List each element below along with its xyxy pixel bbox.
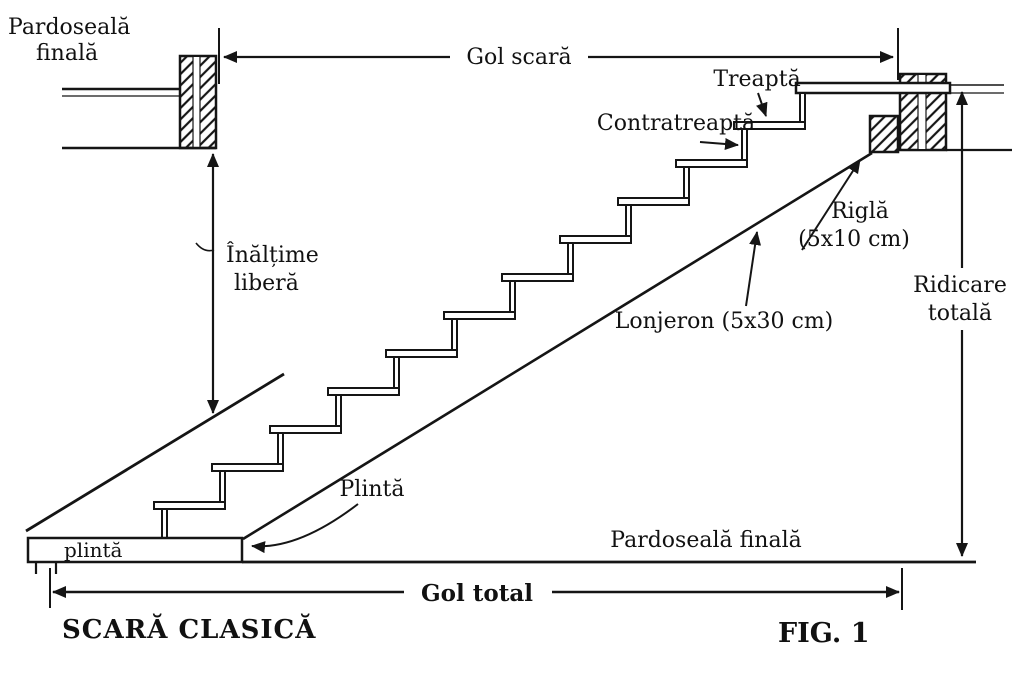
riser <box>451 318 458 351</box>
plinth-small-label: plintă <box>64 538 123 562</box>
tread <box>501 273 574 282</box>
headroom-leader <box>195 242 215 252</box>
tread-label: Treaptă <box>713 67 800 92</box>
riser-callout-arrow <box>699 137 739 150</box>
riser <box>277 432 284 465</box>
callout-rigla: Riglă (5x10 cm) <box>798 159 910 252</box>
right-wall-section <box>794 72 1012 154</box>
headroom-label-line1: Înălțime <box>226 241 319 268</box>
rigla-callout-arrow <box>801 159 861 251</box>
tread <box>153 501 226 510</box>
tread-callout-arrow <box>756 92 768 117</box>
staircase-steps <box>153 92 806 539</box>
riser <box>799 92 806 123</box>
finished-floor-top-label-line2: finală <box>36 41 98 66</box>
tread <box>733 121 806 130</box>
callout-treapta: Treaptă <box>713 67 801 117</box>
stair-opening-label: Gol scară <box>466 45 571 70</box>
tread <box>327 387 400 396</box>
tread <box>385 349 458 358</box>
diagram-title: SCARĂ CLASICĂ <box>62 613 316 645</box>
tread <box>269 425 342 434</box>
label-mask <box>404 577 552 607</box>
figure-number: FIG. 1 <box>778 618 869 649</box>
tread <box>559 235 632 244</box>
right-wall-core-gap <box>918 75 926 149</box>
riser <box>567 242 574 275</box>
lonjeron-label: Lonjeron (5x30 cm) <box>615 309 834 334</box>
gol-total-dimension: Gol total <box>49 568 903 610</box>
left-wall-core-gap <box>193 57 200 147</box>
finished-floor-top-label-line1: Pardoseală <box>8 15 130 40</box>
headroom-label-line2: liberă <box>234 271 299 296</box>
riser <box>219 470 226 503</box>
finished-floor-bottom-label: Pardoseală finală <box>610 528 801 553</box>
riser <box>335 394 342 427</box>
plinth-callout-arrow <box>251 503 359 554</box>
rigla-block <box>868 114 900 154</box>
stringer-and-base: plintă Pardoseală finală <box>25 151 976 574</box>
total-rise-label-line1: Ridicare <box>913 273 1007 298</box>
plinth-callout-label: Plintă <box>339 477 404 502</box>
riser-label: Contratreaptă <box>597 111 755 136</box>
base-plinth-board <box>26 536 244 564</box>
inaltime-libera-dimension: Înălțime liberă <box>195 153 319 414</box>
callout-plinta: Plintă <box>251 477 405 554</box>
riser <box>683 166 690 199</box>
riser <box>393 356 400 389</box>
callout-lonjeron: Lonjeron (5x30 cm) <box>615 231 834 334</box>
label-mask <box>906 268 1018 330</box>
label-mask <box>450 42 588 70</box>
ridicare-totala-dimension: Ridicare totală <box>906 91 1018 557</box>
callout-contratreapta: Contratreaptă <box>597 111 755 150</box>
tread <box>211 463 284 472</box>
landing-board <box>794 81 952 95</box>
tread <box>443 311 516 320</box>
riser <box>625 204 632 237</box>
total-opening-label: Gol total <box>421 580 533 607</box>
lonjeron-callout-arrow <box>745 231 762 307</box>
gol-scara-dimension: Gol scară <box>218 28 899 84</box>
total-rise-label-line2: totală <box>928 301 992 326</box>
stringer-lonjeron-line <box>242 151 873 541</box>
rigla-label-line1: Riglă <box>831 199 889 224</box>
left-wall-section: Pardoseală finală <box>8 15 218 150</box>
rigla-label-line2: (5x10 cm) <box>798 227 910 252</box>
stringer-near-edge-line <box>25 372 285 533</box>
riser <box>509 280 516 313</box>
tread <box>675 159 748 168</box>
riser <box>161 508 168 539</box>
tread <box>617 197 690 206</box>
